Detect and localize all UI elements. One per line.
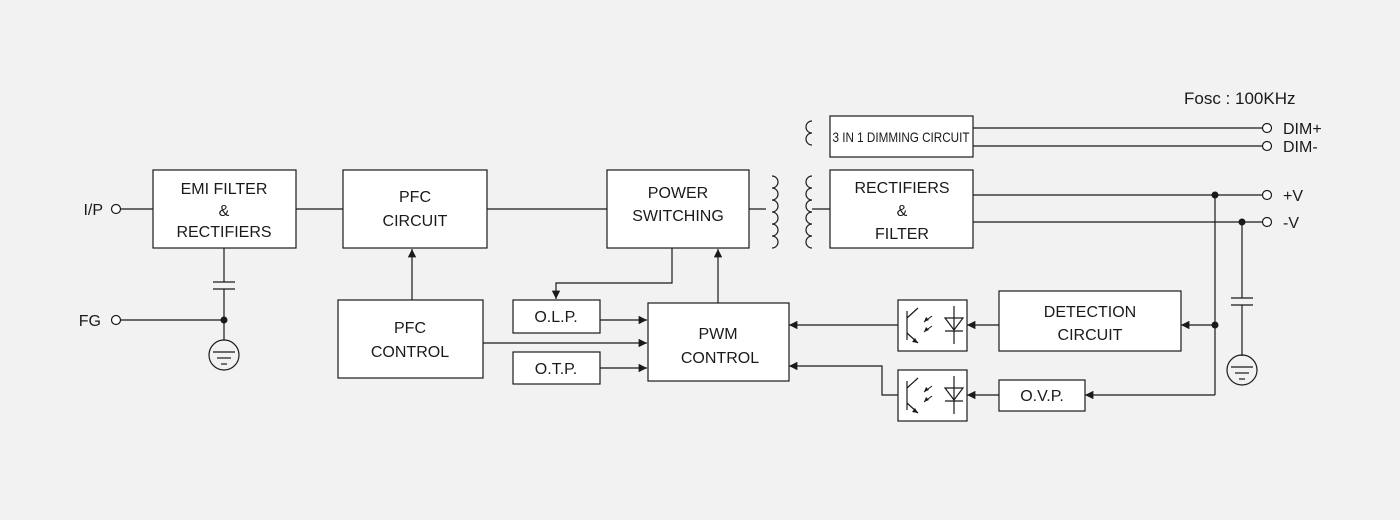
svg-text:CIRCUIT: CIRCUIT (1058, 327, 1123, 344)
wires (121, 127, 1262, 400)
ground-icon (208, 339, 240, 371)
svg-text:+V: +V (1283, 188, 1303, 205)
svg-text:PFC: PFC (394, 320, 426, 337)
dimming-circuit-block: 3 IN 1 DIMMING CIRCUIT (829, 115, 974, 158)
terminal-dim-minus: DIM- (1261, 139, 1318, 156)
svg-text:FG: FG (79, 313, 101, 330)
svg-text:O.L.P.: O.L.P. (534, 309, 577, 326)
svg-text:PFC: PFC (399, 189, 431, 206)
svg-text:DIM-: DIM- (1283, 139, 1318, 156)
terminal-fg: FG (79, 313, 122, 330)
svg-text:DIM+: DIM+ (1283, 121, 1322, 138)
terminal-v-plus: +V (1261, 188, 1303, 205)
svg-text:CIRCUIT: CIRCUIT (383, 213, 448, 230)
svg-text:RECTIFIERS: RECTIFIERS (854, 180, 949, 197)
terminal-ip: I/P (83, 202, 122, 219)
ovp-block: O.V.P. (998, 379, 1086, 412)
svg-text:SWITCHING: SWITCHING (632, 208, 724, 225)
pfc-circuit-block: PFC CIRCUIT (342, 169, 488, 249)
olp-block: O.L.P. (512, 299, 601, 334)
svg-text:O.V.P.: O.V.P. (1020, 388, 1064, 405)
optocoupler-icon (897, 369, 968, 422)
fosc-label: Fosc : 100KHz (1184, 89, 1296, 108)
svg-text:EMI FILTER: EMI FILTER (181, 181, 268, 198)
svg-text:PWM: PWM (698, 326, 737, 343)
detection-circuit-block: DETECTION CIRCUIT (998, 290, 1182, 352)
svg-text:-V: -V (1283, 215, 1299, 232)
svg-text:POWER: POWER (648, 185, 708, 202)
rectifiers-filter-block: RECTIFIERS & FILTER (829, 169, 974, 249)
svg-text:&: & (897, 203, 908, 220)
pwm-control-block: PWM CONTROL (647, 302, 790, 382)
svg-text:3 IN 1 DIMMING CIRCUIT: 3 IN 1 DIMMING CIRCUIT (833, 129, 970, 145)
pfc-control-block: PFC CONTROL (337, 299, 484, 379)
svg-text:DETECTION: DETECTION (1044, 304, 1136, 321)
otp-block: O.T.P. (512, 351, 601, 385)
junctions (220, 191, 1246, 329)
power-switching-block: POWER SWITCHING (606, 169, 750, 249)
svg-text:RECTIFIERS: RECTIFIERS (176, 224, 271, 241)
emi-filter-block: EMI FILTER & RECTIFIERS (152, 169, 297, 249)
terminal-v-minus: -V (1261, 215, 1299, 232)
svg-text:FILTER: FILTER (875, 226, 929, 243)
terminal-dim-plus: DIM+ (1261, 121, 1322, 138)
transformer-icon (771, 120, 813, 249)
svg-text:&: & (219, 203, 230, 220)
svg-text:I/P: I/P (83, 202, 103, 219)
svg-text:O.T.P.: O.T.P. (535, 361, 577, 378)
ground-icon (1226, 354, 1258, 386)
svg-text:CONTROL: CONTROL (371, 344, 449, 361)
optocoupler-icon (897, 299, 968, 352)
svg-text:CONTROL: CONTROL (681, 350, 759, 367)
